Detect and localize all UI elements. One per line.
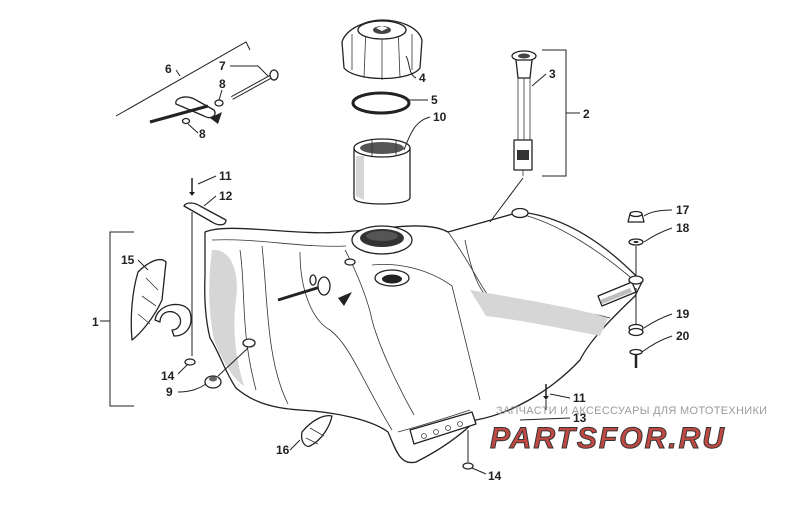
callout-16: 16 — [276, 443, 290, 457]
callout-11-left: 11 — [219, 169, 232, 183]
callout-3: 3 — [549, 67, 556, 81]
callout-7: 7 — [219, 59, 226, 73]
watermark-tagline: ЗАПЧАСТИ И АКСЕССУАРЫ ДЛЯ МОТОТЕХНИКИ — [496, 405, 767, 417]
callout-2: 2 — [583, 107, 590, 121]
washer-14-bottom — [462, 462, 474, 470]
watermark-logo: PARTSFOR.RU — [490, 422, 726, 455]
screw-20 — [629, 348, 643, 368]
callout-5: 5 — [431, 93, 438, 107]
filler-sleeve — [353, 138, 411, 205]
pad-16 — [300, 414, 333, 448]
fuel-sender — [511, 50, 537, 176]
callout-15: 15 — [121, 253, 135, 267]
washer-18 — [628, 238, 644, 246]
callout-8-bottom: 8 — [199, 127, 206, 141]
left-clip — [183, 178, 227, 226]
callout-6: 6 — [165, 62, 172, 76]
callout-labels: 1 2 3 4 5 6 7 8 8 9 10 11 11 12 13 14 14… — [92, 59, 690, 483]
callout-18: 18 — [676, 221, 690, 235]
callout-1: 1 — [92, 315, 99, 329]
washer-14-left — [184, 358, 196, 366]
callout-19: 19 — [676, 307, 690, 321]
callout-17: 17 — [676, 203, 690, 217]
callout-12: 12 — [219, 189, 233, 203]
bolt-assembly — [149, 69, 279, 125]
nut-17 — [627, 210, 645, 223]
watermark: ЗАПЧАСТИ И АКСЕССУАРЫ ДЛЯ МОТОТЕХНИКИ PA… — [490, 405, 768, 456]
fuel-cap — [341, 19, 423, 80]
leader-lines — [100, 41, 673, 475]
side-bolt — [277, 274, 352, 306]
callout-11-right: 11 — [573, 391, 586, 405]
o-ring — [351, 91, 411, 115]
callout-4: 4 — [419, 71, 426, 85]
collar-19 — [628, 323, 644, 337]
callout-13: 13 — [573, 411, 587, 425]
callout-20: 20 — [676, 329, 690, 343]
right-clip — [543, 384, 549, 400]
pad-15 — [130, 258, 167, 341]
callout-10: 10 — [433, 110, 447, 124]
callout-14-left: 14 — [161, 369, 175, 383]
callout-14-bottom: 14 — [488, 469, 502, 483]
grommet-9 — [204, 375, 222, 389]
callout-9: 9 — [166, 385, 173, 399]
callout-8-top: 8 — [219, 77, 226, 91]
